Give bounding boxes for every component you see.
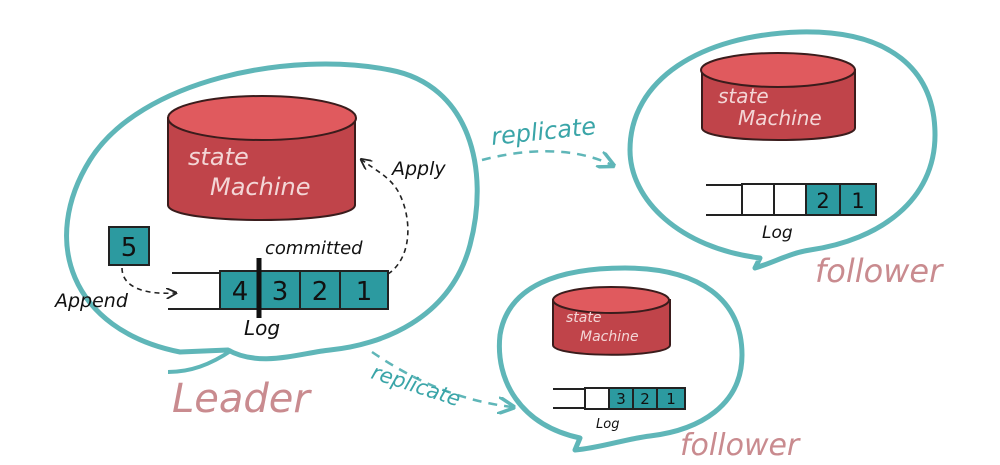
follower-top-log-cell <box>741 183 775 216</box>
apply-arrow <box>362 160 409 275</box>
follower-top-bubble <box>627 29 938 271</box>
follower-bottom-bubble <box>496 265 745 453</box>
follower-top-log-entry: 1 <box>851 189 864 213</box>
follower-top-log-label: Log <box>762 223 793 243</box>
leader-log-entry: 4 <box>232 277 249 307</box>
replicate-top-label: replicate <box>490 112 598 151</box>
append-label: Append <box>53 290 129 312</box>
follower-top-node: state Machine 2 1 Log follower <box>627 29 944 290</box>
leader-log-entry: 2 <box>312 277 329 307</box>
follower-top-state-label: state <box>718 84 769 108</box>
leader-log-cell <box>339 270 389 310</box>
leader-state-machine: state Machine <box>167 95 357 221</box>
follower-top-log-cell <box>839 183 877 216</box>
leader-node: state Machine 5 Append 4 3 2 1 committed… <box>53 61 480 422</box>
replicate-top-arrow: replicate <box>481 112 612 165</box>
follower-top-log-entry: 2 <box>816 189 829 213</box>
follower-bottom-role-label: follower <box>680 428 801 463</box>
leader-bubble-tail <box>167 348 234 374</box>
leader-log-cell <box>299 270 341 310</box>
committed-label: committed <box>265 238 363 259</box>
leader-machine-label: Machine <box>210 173 310 201</box>
follower-top-log: 2 1 <box>741 183 877 216</box>
follower-top-log-cell <box>773 183 807 216</box>
follower-bottom-state-machine: state Machine <box>552 286 671 356</box>
follower-bottom-log-cell <box>656 387 686 410</box>
append-arrow <box>121 267 175 293</box>
leader-log-entry: 3 <box>272 277 289 307</box>
replicate-bottom-arrow: replicate <box>368 350 512 411</box>
leader-new-entry: 5 <box>121 233 138 263</box>
leader-log: 4 3 2 1 <box>219 270 389 310</box>
leader-new-entry-box <box>108 226 150 266</box>
leader-role-label: Leader <box>172 376 312 422</box>
follower-top-machine-label: Machine <box>738 106 822 130</box>
follower-bottom-log-cell <box>584 387 610 410</box>
follower-bottom-log-entry: 1 <box>666 390 676 408</box>
leader-log-label: Log <box>244 316 280 340</box>
follower-bottom-machine-label: Machine <box>580 329 639 345</box>
follower-bottom-log: 3 2 1 <box>584 387 686 410</box>
leader-log-cell <box>219 270 261 310</box>
follower-bottom-log-entry: 2 <box>640 390 650 408</box>
leader-log-cell <box>259 270 301 310</box>
follower-bottom-node: state Machine 3 2 1 Log follower <box>496 265 801 463</box>
leader-state-label: state <box>188 143 249 171</box>
apply-label: Apply <box>390 158 446 180</box>
follower-bottom-log-label: Log <box>596 417 619 432</box>
leader-log-entry: 1 <box>356 277 373 307</box>
follower-top-log-cell <box>805 183 841 216</box>
follower-bottom-state-label: state <box>566 310 601 326</box>
replicate-bottom-label: replicate <box>368 360 463 411</box>
leader-bubble <box>64 61 480 362</box>
follower-bottom-log-entry: 3 <box>616 390 626 408</box>
follower-top-role-label: follower <box>815 252 944 290</box>
follower-top-state-machine: state Machine <box>700 52 856 141</box>
